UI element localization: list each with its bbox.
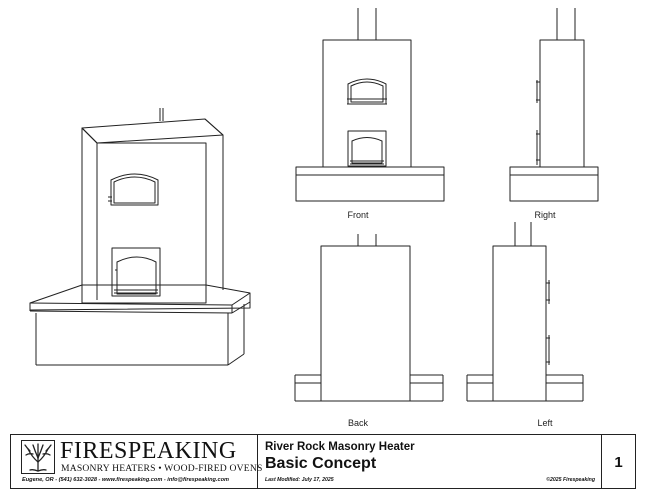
left-view-label: Left: [537, 418, 553, 428]
right-view: [509, 8, 599, 202]
isometric-view: [29, 108, 251, 366]
left-view: [466, 222, 584, 402]
drawing-title: Basic Concept: [265, 455, 377, 472]
back-view-label: Back: [347, 418, 368, 428]
brand-name: FIRESPEAKING: [60, 438, 237, 464]
page-number-cell: 1: [602, 435, 635, 488]
front-view-label: Front: [347, 210, 369, 220]
title-block: FIRESPEAKING MASONRY HEATERS • WOOD-FIRE…: [10, 434, 636, 489]
brand-contact: Eugene, OR - (541) 632-3028 - www.firesp…: [22, 477, 229, 483]
front-view: [295, 8, 445, 202]
back-view: [294, 234, 444, 402]
last-modified: Last Modified: July 17, 2025: [265, 477, 334, 483]
brand-tagline: MASONRY HEATERS • WOOD-FIRED OVENS: [61, 463, 263, 474]
right-view-label: Right: [534, 210, 556, 220]
tree-logo-icon: [21, 440, 55, 474]
logo-cell: FIRESPEAKING MASONRY HEATERS • WOOD-FIRE…: [11, 435, 262, 488]
copyright: ©2025 Firespeaking: [546, 477, 595, 483]
drawing-info-cell: River Rock Masonry Heater Basic Concept …: [258, 435, 602, 488]
page-number: 1: [614, 454, 623, 471]
project-name: River Rock Masonry Heater: [265, 441, 415, 453]
